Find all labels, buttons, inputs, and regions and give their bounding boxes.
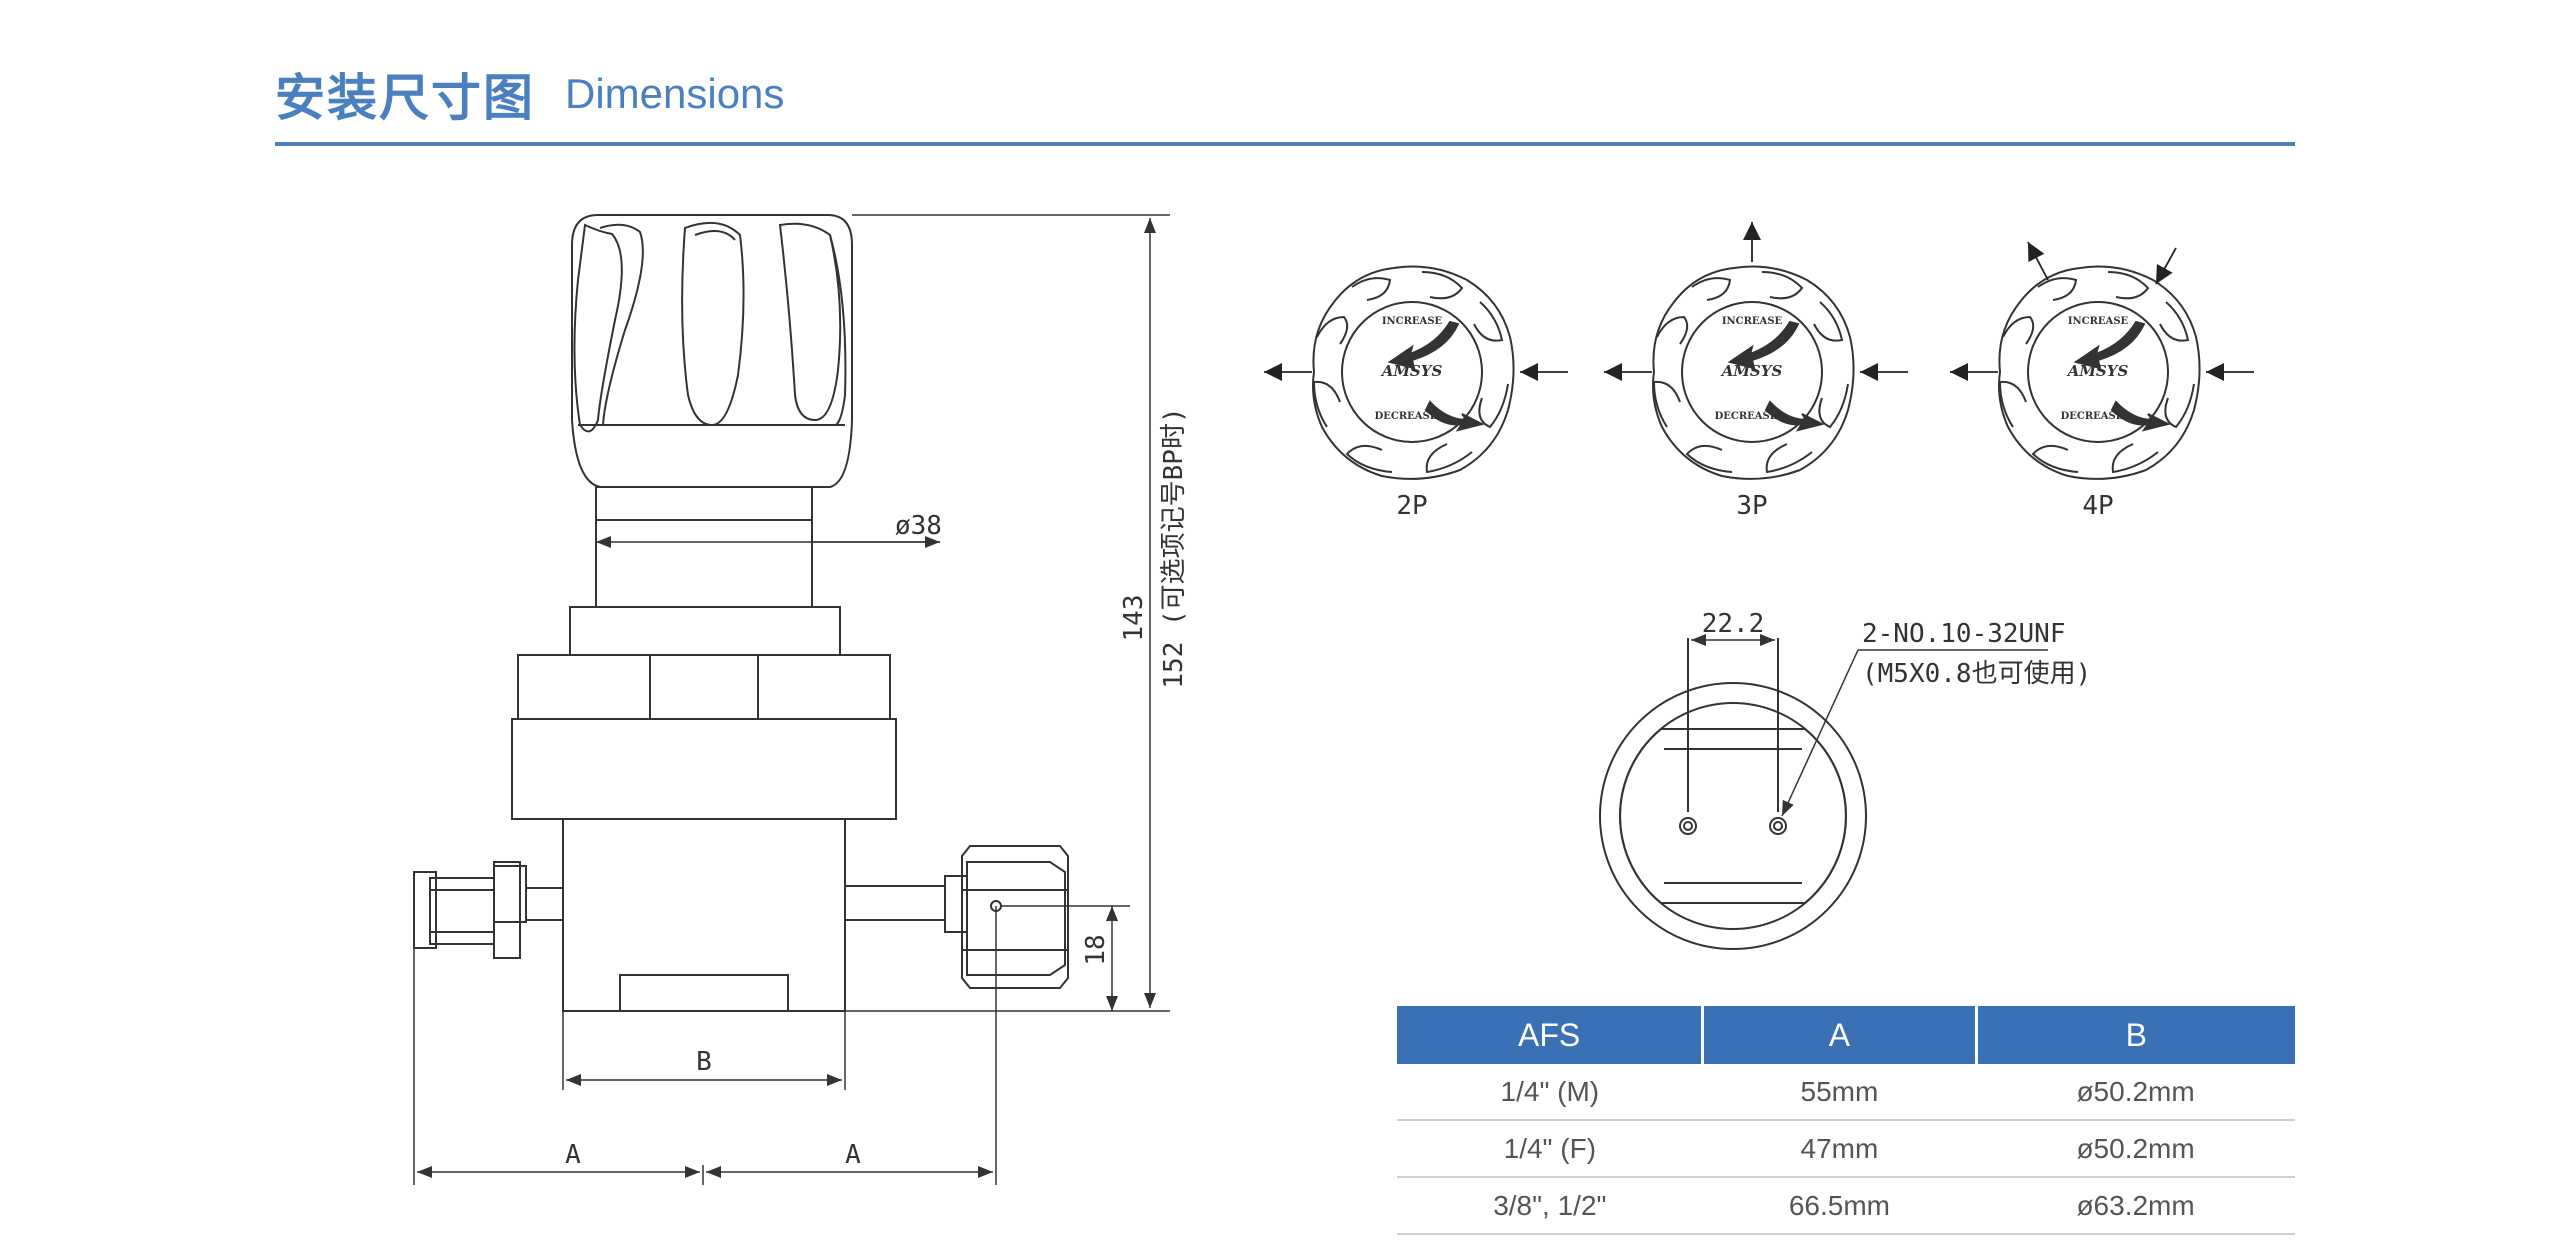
svg-text:DECREASE: DECREASE [1715,411,1778,422]
dim-height-152: 152 (可选项记号BP时) [1159,407,1189,688]
thread-spec: 2-NO.10-32UNF [1862,619,2066,649]
table-cell: ø50.2mm [1976,1120,2295,1178]
table-row: 1/4" (M) 55mm ø50.2mm [1397,1064,2295,1121]
main-dimension-lines [413,214,1170,1185]
knob-view-4p: INCREASE AMSYS DECREASE 4P [1950,241,2254,521]
table-header-afs: AFS [1397,1006,1705,1064]
table-row: 3/8", 1/2" 66.5mm ø63.2mm [1397,1177,2295,1235]
table-header-a: A [1702,1006,1978,1064]
dim-a-right-label: A [845,1140,861,1170]
table-cell: 3/8", 1/2" [1397,1177,1703,1235]
knob-view-3p: INCREASE AMSYS DECREASE 3P [1604,222,1908,521]
thread-spec-alt: (M5X0.8也可使用) [1862,659,2091,689]
table-cell: 47mm [1702,1120,1977,1178]
table-cell: 1/4" (M) [1397,1064,1703,1121]
knob-view-2p: INCREASE AMSYS DECREASE 2P [1264,265,1568,521]
table-cell: 55mm [1702,1064,1977,1121]
table-cell: ø63.2mm [1976,1177,2295,1235]
svg-text:INCREASE: INCREASE [1382,316,1443,327]
page-title-en: Dimensions [565,70,785,117]
table-cell: ø50.2mm [1976,1064,2295,1121]
svg-text:INCREASE: INCREASE [2068,316,2129,327]
svg-text:AMSYS: AMSYS [1380,362,1443,380]
svg-text:INCREASE: INCREASE [1722,316,1783,327]
dim-height-143: 143 [1119,595,1149,642]
dim-diameter-38: ø38 [895,511,942,541]
dim-a-left-label: A [565,1140,581,1170]
knob-4p-label: 4P [2082,491,2113,521]
svg-text:DECREASE: DECREASE [1375,411,1438,422]
knob-3p-label: 3P [1736,491,1767,521]
table-header-b: B [1976,1006,2295,1064]
table-row: 1/4" (F) 47mm ø50.2mm [1397,1120,2295,1178]
bottom-view [1599,634,2048,950]
svg-text:AMSYS: AMSYS [2066,362,2129,380]
page-title-cn: 安装尺寸图 [275,69,535,127]
table-header-row: AFS A B [1397,1006,2295,1064]
table-cell: 66.5mm [1702,1177,1977,1235]
dim-height-18: 18 [1081,934,1111,965]
dim-spacing-22-2: 22.2 [1702,609,1765,639]
dim-b-label: B [696,1047,712,1077]
dimensions-table: AFS A B 1/4" (M) 55mm ø50.2mm 1/4" (F) 4… [1397,1006,2295,1235]
regulator-side-view [413,214,1069,1012]
table-cell: 1/4" (F) [1397,1120,1703,1178]
svg-text:AMSYS: AMSYS [1720,362,1783,380]
svg-text:DECREASE: DECREASE [2061,411,2124,422]
page-header: 安装尺寸图 Dimensions [275,58,2295,150]
knob-2p-label: 2P [1396,491,1427,521]
header-divider [275,142,2295,146]
